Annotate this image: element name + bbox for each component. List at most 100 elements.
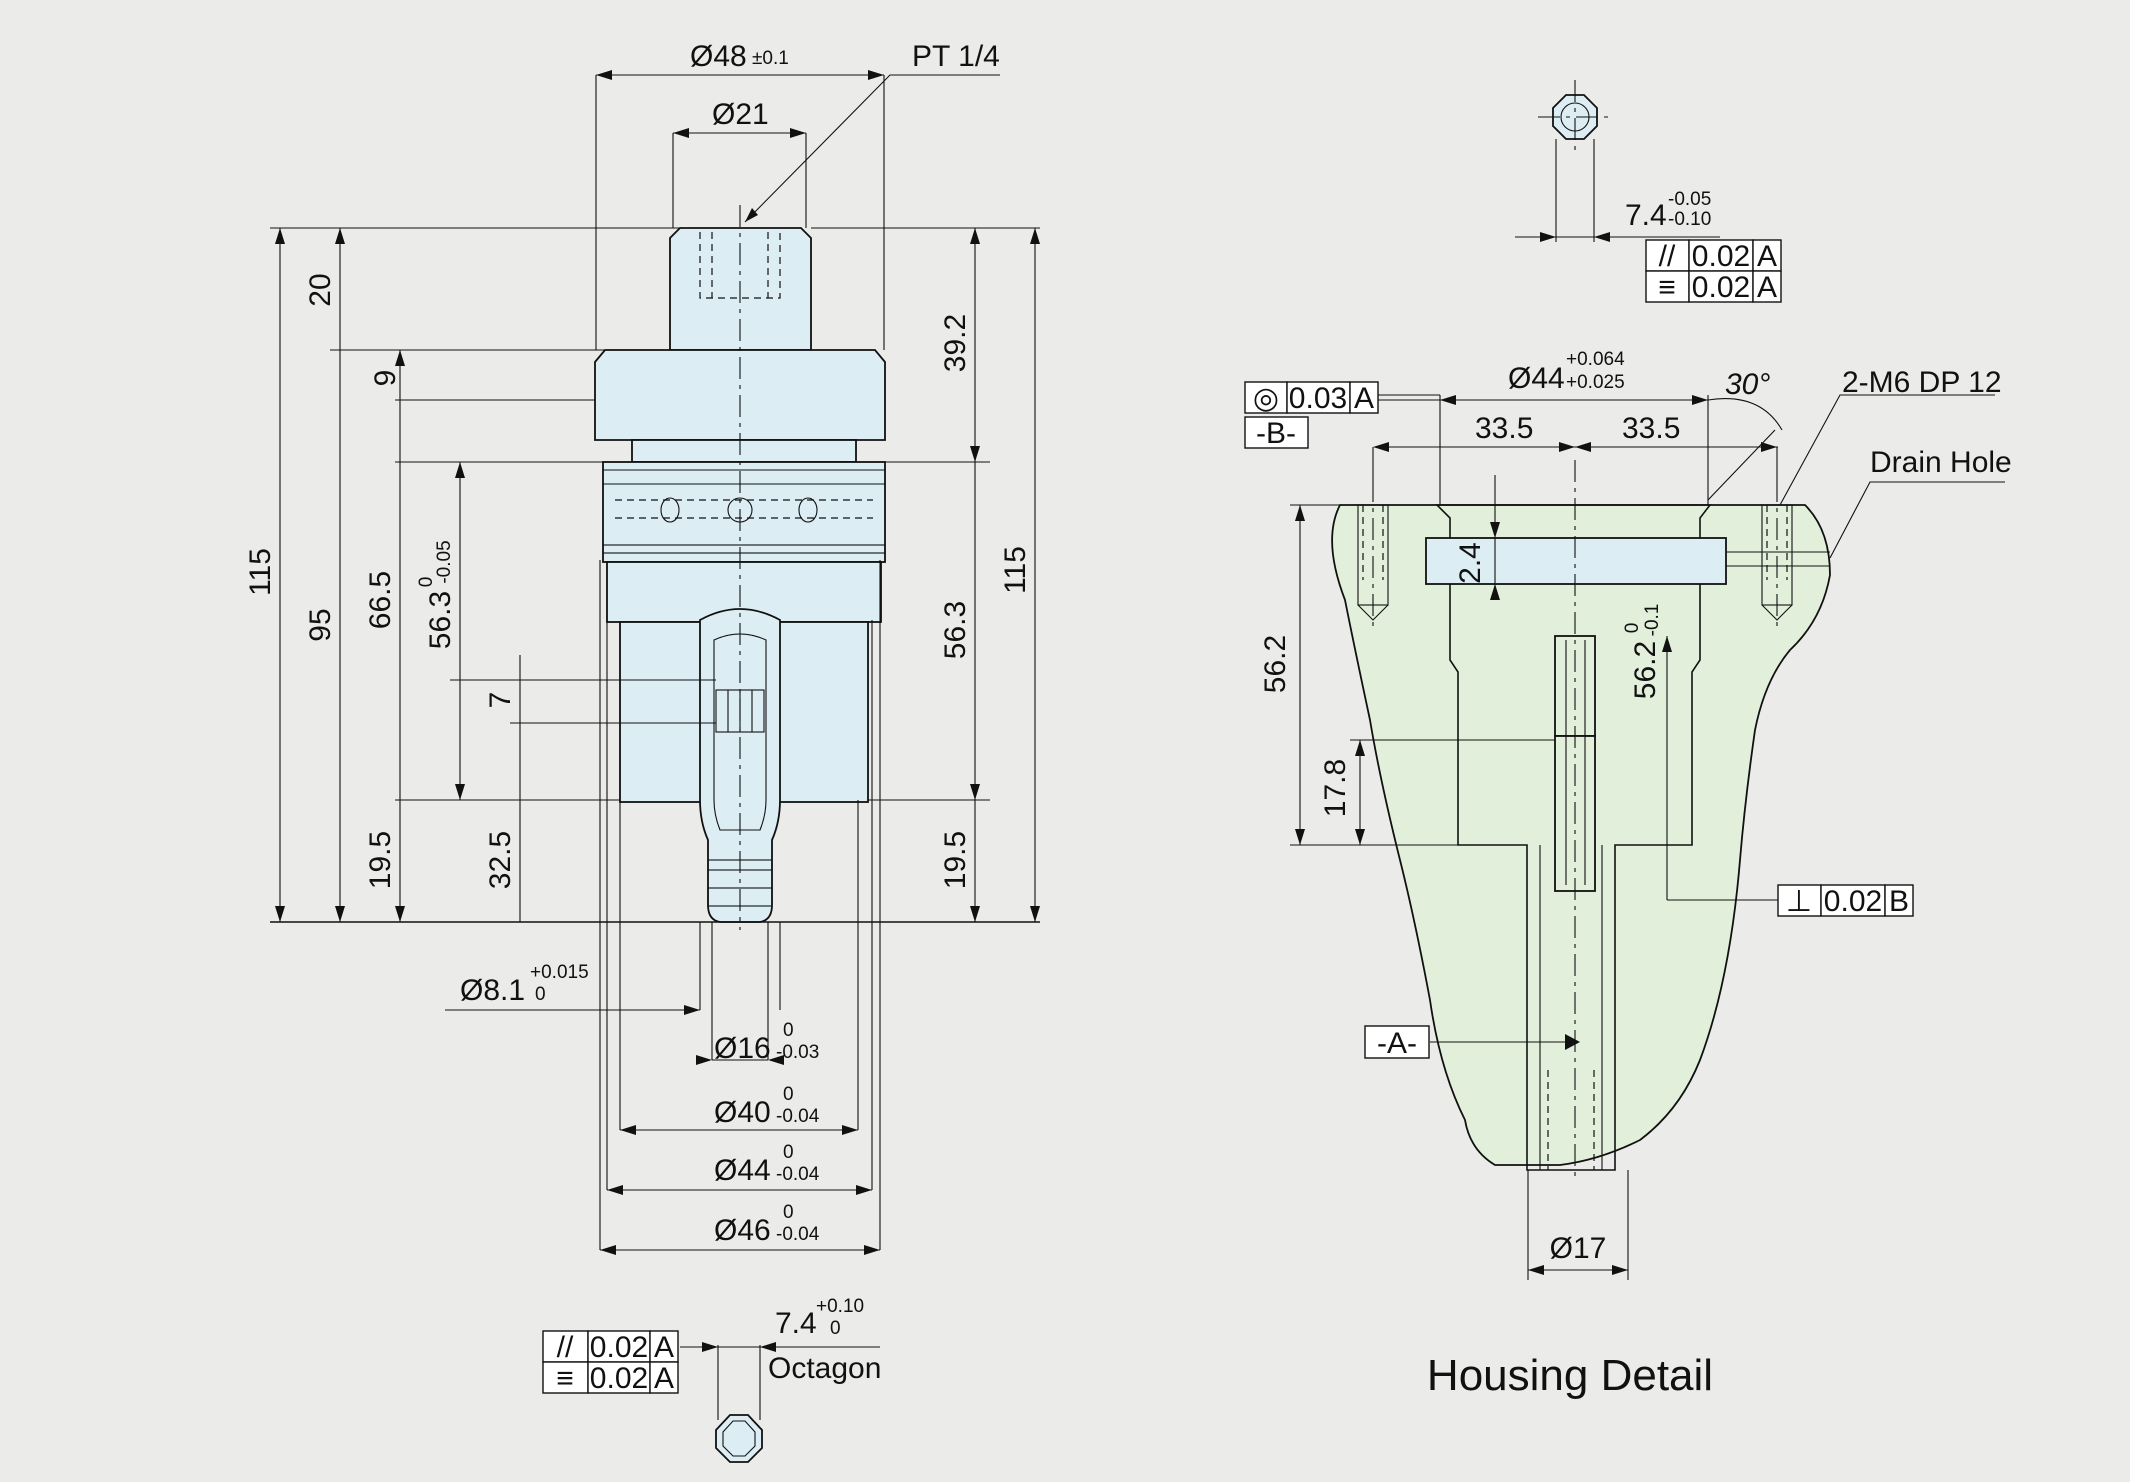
dim-right-octagon-upper: -0.05 [1668,189,1711,210]
fcf-concentricity-datum: A [1354,382,1374,415]
dim-octagon-upper: +0.10 [816,1296,864,1317]
datum-a-arrow [1565,1034,1580,1050]
right-fcf-parallel: // 0.02 A [1645,239,1782,273]
dim-h56-2-tol: 56.2 [1629,641,1662,699]
dim-h56-2-upper: 0 [1622,623,1643,634]
label-thread-callout: 2-M6 DP 12 [1842,366,2002,399]
fcf-symmetry-value: 0.02 [590,1362,648,1395]
housing-crossbar [1425,537,1727,585]
tapped-hole-left [1357,504,1389,621]
dim-octagon-size: 7.4 [775,1307,817,1340]
dim-h2-4: 2.4 [1454,542,1487,584]
dim-right-dia44-upper: +0.064 [1566,349,1625,370]
dim-h56-3-tol: 56.3 [424,591,457,649]
part-ring-band [602,461,886,563]
dim-dia48-tol: ±0.1 [752,48,789,69]
fcf-perpendicular-datum: B [1889,885,1909,918]
r-fcf-symmetry-datum: A [1757,271,1777,304]
r-fcf-parallel-datum: A [1757,240,1777,273]
left-labels: Ø48 ±0.1 PT 1/4 Ø21 20 9 39.2 115 95 66.… [244,40,1032,1385]
dim-right-octagon-lower: -0.10 [1668,209,1711,230]
fcf-parallel-symbol: // [557,1331,574,1364]
dim-h56-2-lower: -0.1 [1642,604,1663,637]
part-neck [631,439,857,463]
left-part-view [594,205,886,930]
dim-right-octagon-size: 7.4 [1625,199,1667,232]
fcf-symmetry-symbol: ≡ [556,1362,574,1395]
fcf-parallel-value: 0.02 [590,1331,648,1364]
dim-w33-5-left: 33.5 [1475,412,1533,445]
fcf-perpendicular-value: 0.02 [1824,885,1882,918]
dim-octagon-lower: 0 [830,1318,841,1339]
dim-h56-3-lower: -0.05 [434,540,455,583]
label-pt-thread: PT 1/4 [912,40,1000,73]
drain-leader [1829,481,2005,559]
datum-a-box: -A- [1364,1025,1430,1060]
dim-h7: 7 [484,692,517,709]
r-fcf-parallel-value: 0.02 [1692,240,1750,273]
dim-dia46: Ø46 [714,1214,771,1247]
fcf-parallel-datum: A [654,1331,674,1364]
dim-dia46-upper: 0 [783,1202,794,1223]
r-fcf-symmetry-value: 0.02 [1692,271,1750,304]
fcf-perpendicular: ⊥ 0.02 B [1777,884,1914,918]
datum-b-box: -B- [1244,416,1309,450]
dim-right-dia44: Ø44 [1508,362,1565,395]
dim-dia8-1: Ø8.1 [460,974,525,1007]
right-labels: 7.4 -0.05 -0.10 Ø44 +0.064 +0.025 30° 2-… [1259,189,2012,1400]
dim-dia44: Ø44 [714,1154,771,1187]
right-housing-view [1331,460,1831,1180]
datum-b-label: -B- [1256,417,1296,450]
dim-h56-2: 56.2 [1259,635,1292,693]
fcf-concentricity-value: 0.03 [1289,382,1347,415]
dim-h56-3-upper: 0 [416,577,437,588]
dim-dia44-upper: 0 [783,1142,794,1163]
dim-h66-5: 66.5 [364,571,397,629]
dim-h39-2: 39.2 [939,314,972,372]
dim-h20: 20 [304,273,337,306]
dim-dia16-upper: 0 [783,1020,794,1041]
dim-h19-5-left: 19.5 [364,831,397,889]
dim-dia48: Ø48 [690,40,747,73]
tapped-hole-right [1761,504,1793,621]
left-dimension-lines [270,74,1040,1463]
dim-h9: 9 [369,370,402,387]
angle-arc [1707,398,1783,431]
dim-h17-8: 17.8 [1319,759,1352,817]
dim-h56-3: 56.3 [939,601,972,659]
fcf-concentricity: ◎ 0.03 A [1244,381,1379,415]
dim-h32-5: 32.5 [484,831,517,889]
left-fcf-symmetry: ≡ 0.02 A [542,1361,679,1395]
dim-h115-left: 115 [244,548,277,596]
dim-dia16-lower: -0.03 [776,1042,819,1063]
dim-h95: 95 [304,608,337,641]
thread-leader [1779,394,1995,506]
dim-dia46-lower: -0.04 [776,1224,820,1245]
label-drain-hole: Drain Hole [1870,446,2012,479]
dim-dia17: Ø17 [1550,1232,1607,1265]
r-fcf-symmetry-symbol: ≡ [1658,271,1676,304]
dim-angle-30: 30° [1725,368,1770,401]
dim-dia8-1-upper: +0.015 [530,962,589,983]
dimension-arrowheads [275,70,1777,1352]
page-title: Housing Detail [1427,1351,1713,1400]
dim-h19-5-right: 19.5 [939,831,972,889]
left-fcf-parallel: // 0.02 A [542,1330,679,1364]
dim-dia40: Ø40 [714,1096,771,1129]
dim-dia8-1-lower: 0 [535,984,546,1005]
fcf-symmetry-datum: A [654,1362,674,1395]
dim-h115-right: 115 [999,546,1032,594]
r-fcf-parallel-symbol: // [1659,240,1676,273]
fcf-perpendicular-symbol: ⊥ [1786,885,1812,918]
right-fcf-symmetry: ≡ 0.02 A [1645,270,1782,304]
dim-w33-5-right: 33.5 [1622,412,1680,445]
dim-dia40-upper: 0 [783,1084,794,1105]
dim-dia16: Ø16 [714,1032,771,1065]
dim-right-dia44-lower: +0.025 [1566,372,1625,393]
datum-a-label: -A- [1377,1027,1417,1060]
fcf-concentricity-symbol: ◎ [1253,382,1279,415]
label-octagon: Octagon [768,1352,881,1385]
dim-dia40-lower: -0.04 [776,1106,820,1127]
